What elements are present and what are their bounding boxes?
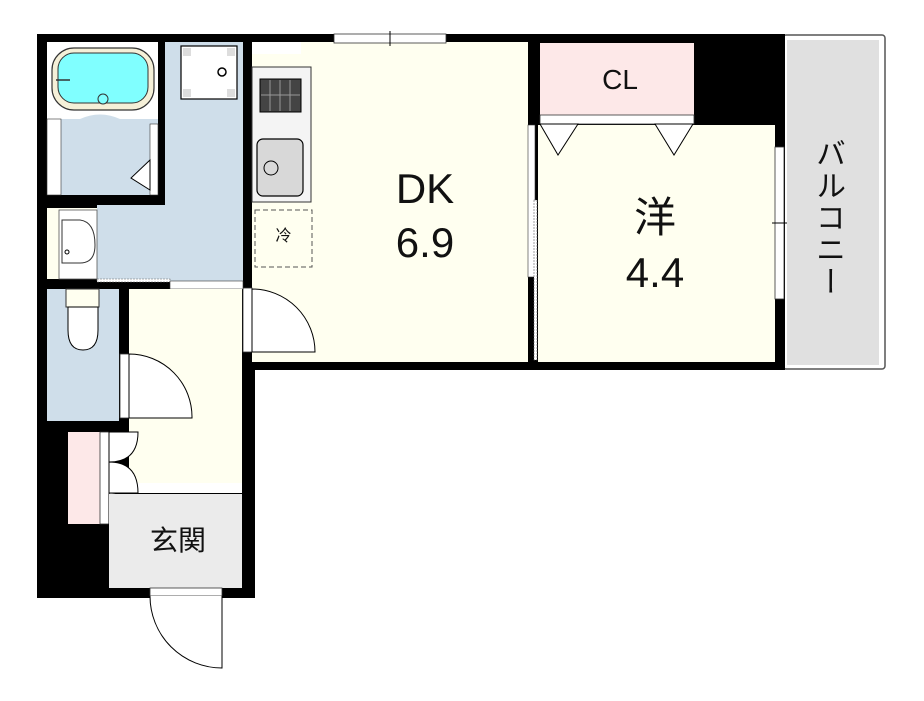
door-toilet	[119, 353, 193, 419]
kitchen-counter	[251, 66, 312, 203]
bathtub-icon	[51, 47, 155, 111]
room-bath	[46, 42, 159, 196]
room-closet	[540, 43, 694, 115]
closet-door-left	[539, 123, 579, 156]
room-area-dk: 6.9	[395, 219, 455, 266]
room-washroom	[47, 42, 244, 290]
room-western	[538, 125, 775, 362]
room-label-dk: DK	[395, 165, 455, 212]
room-label-entrance: 玄関	[149, 525, 206, 556]
sink-icon	[256, 138, 304, 197]
door-dk	[242, 287, 316, 353]
fridge-space	[254, 209, 313, 268]
room-label-western: 洋	[633, 194, 676, 241]
door-entrance	[149, 587, 223, 669]
room-toilet	[47, 288, 119, 421]
room-area-western: 4.4	[625, 249, 685, 296]
window-dk-top	[333, 31, 447, 46]
closet-door-right	[654, 123, 694, 156]
washing-machine-icon	[180, 45, 238, 100]
fridge-label: 冷	[275, 228, 292, 245]
window-western	[772, 146, 787, 300]
bath-door-icon	[130, 158, 151, 191]
balcony	[782, 34, 886, 370]
room-label-closet: CL	[602, 64, 638, 95]
room-entrance	[109, 494, 242, 588]
vanity-sink-icon	[47, 208, 98, 280]
toilet-icon	[65, 288, 100, 351]
stove-icon	[259, 78, 302, 113]
room-label-balcony: バルコニー	[811, 138, 844, 298]
